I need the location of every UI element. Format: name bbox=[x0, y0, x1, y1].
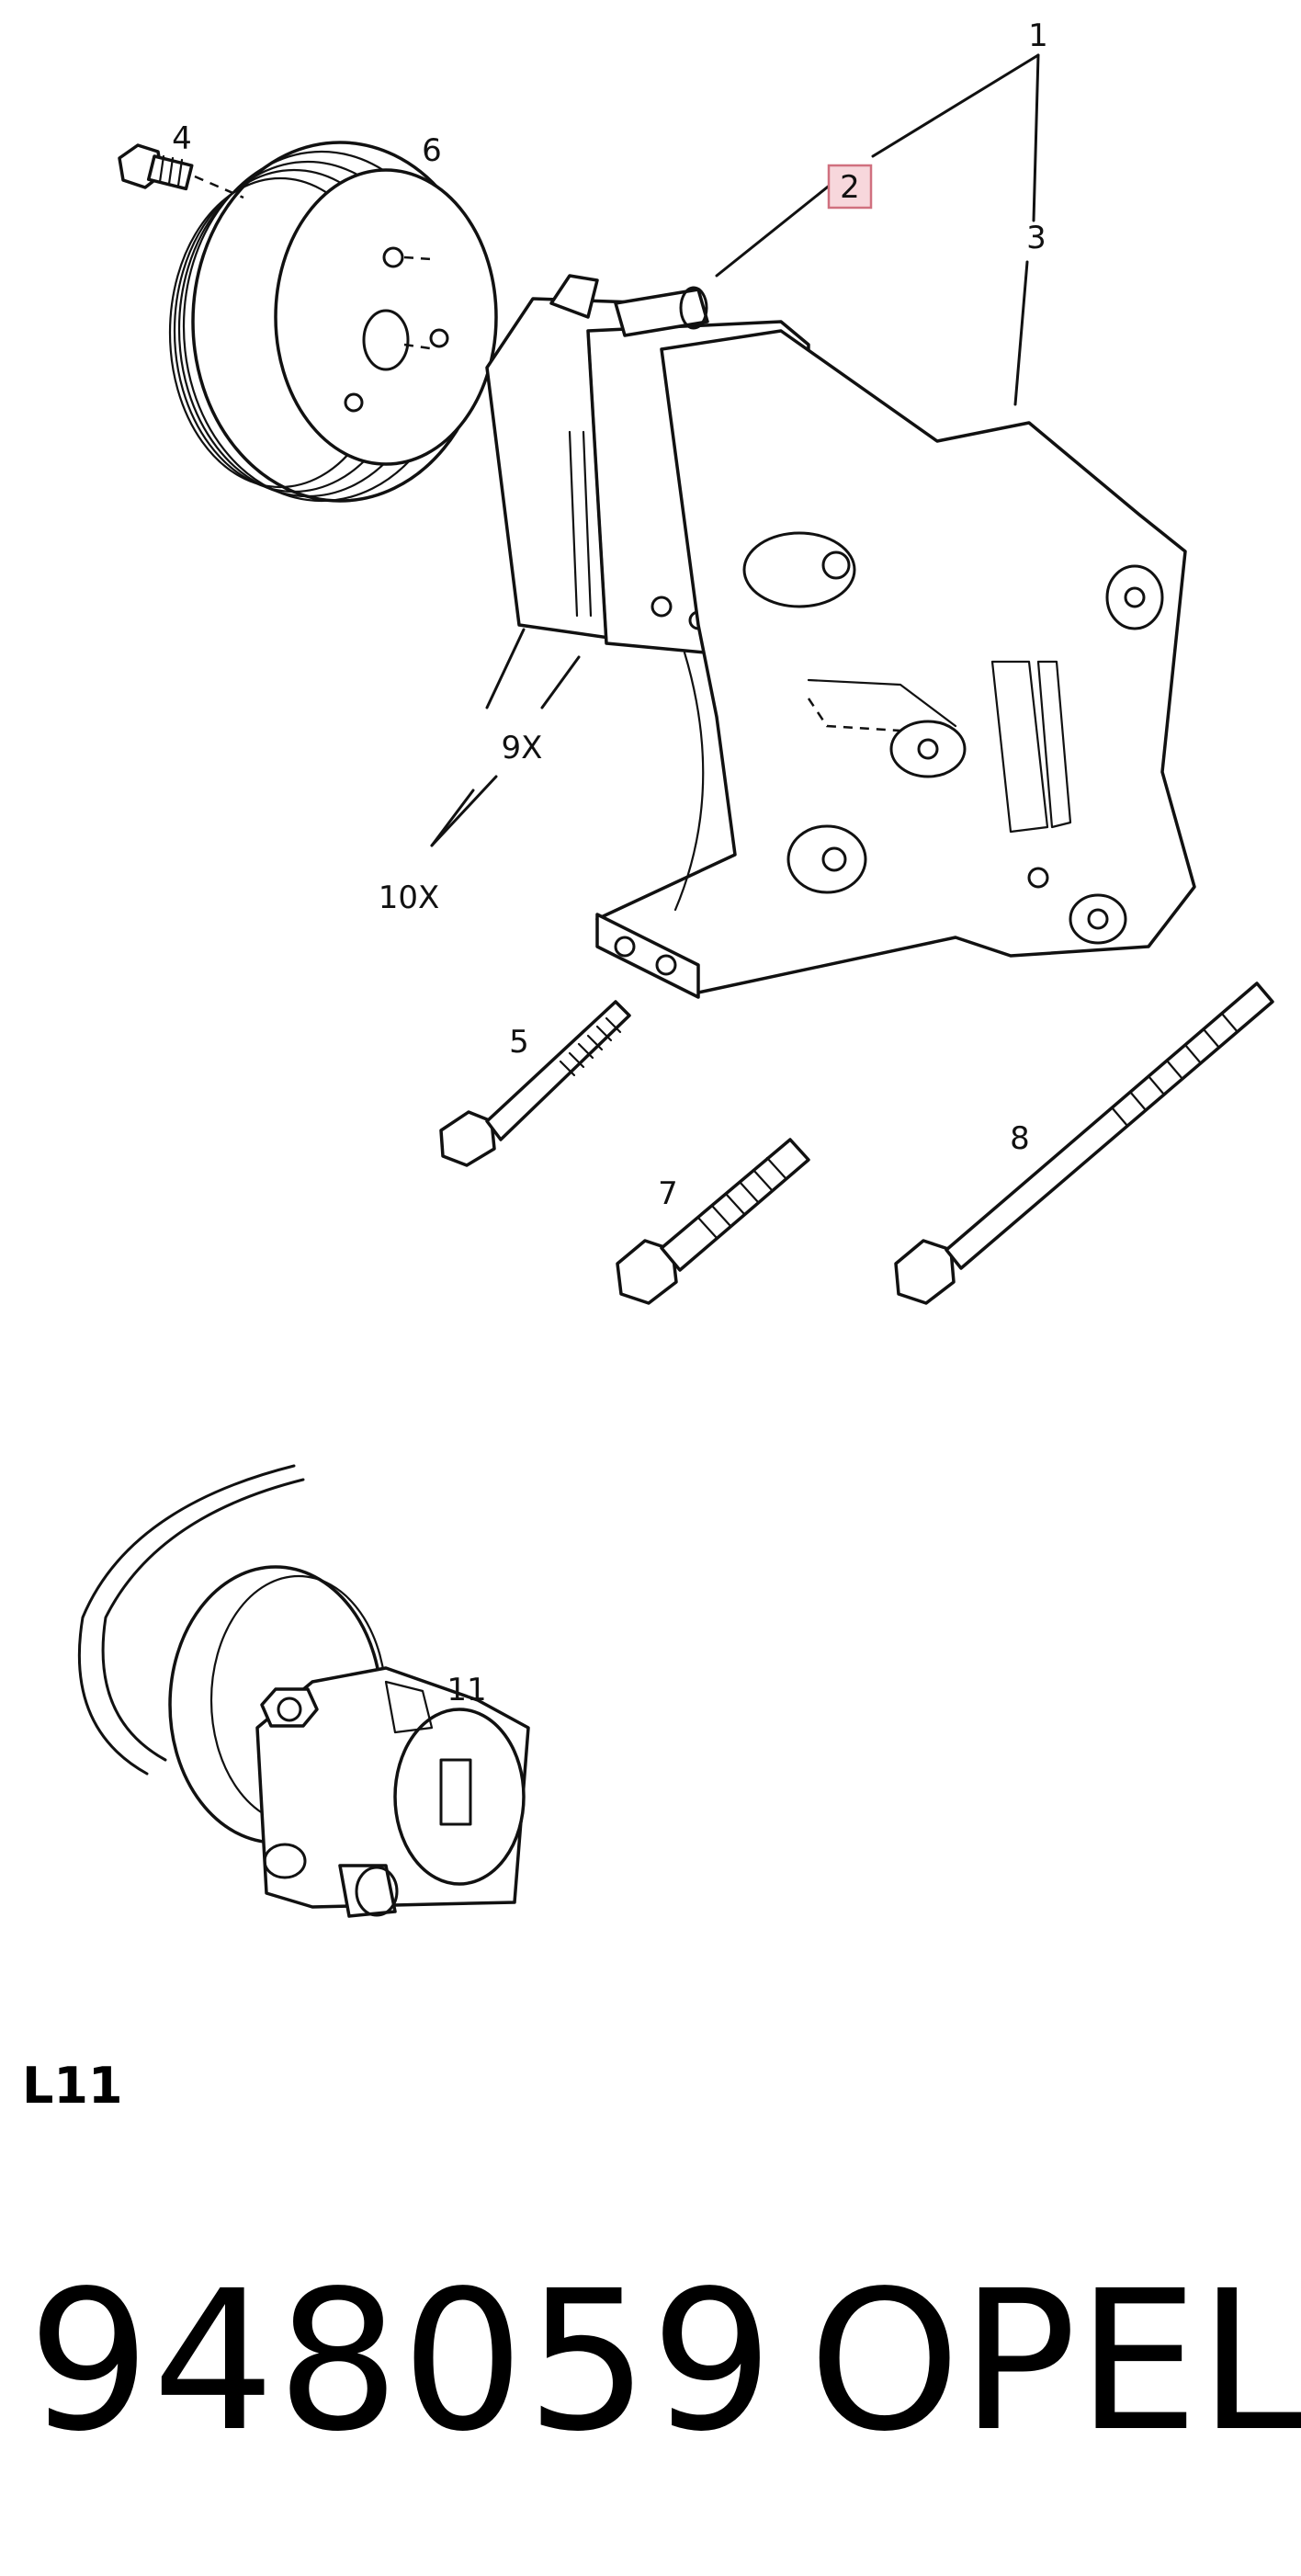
callout-2[interactable]: 2 bbox=[840, 169, 860, 206]
pulley-part-6[interactable] bbox=[168, 141, 498, 503]
brand-name: OPEL bbox=[809, 2249, 1301, 2474]
inset-pump-part-11[interactable] bbox=[77, 1464, 530, 1918]
callout-11: 11 bbox=[447, 1672, 486, 1708]
callout-4: 4 bbox=[172, 120, 192, 157]
callout-2-highlight bbox=[827, 164, 873, 210]
bolt-part-8[interactable] bbox=[894, 982, 1274, 1305]
callout-6: 6 bbox=[422, 132, 442, 169]
bolt-part-4[interactable] bbox=[118, 143, 244, 199]
callout-5: 5 bbox=[509, 1024, 529, 1061]
callout-9x: 9X bbox=[502, 730, 543, 766]
callout-3: 3 bbox=[1026, 220, 1046, 256]
callout-8: 8 bbox=[1010, 1120, 1030, 1157]
pump-bracket-part-3[interactable] bbox=[595, 329, 1196, 999]
bolt-part-5[interactable] bbox=[439, 1000, 631, 1167]
callout-10x: 10X bbox=[379, 879, 440, 916]
section-code: L11 bbox=[22, 2057, 123, 2115]
callout-1: 1 bbox=[1028, 17, 1048, 54]
callout-7: 7 bbox=[658, 1175, 678, 1212]
bolt-part-7[interactable] bbox=[616, 1138, 810, 1305]
part-number: 948059 bbox=[28, 2249, 775, 2474]
callout-labels: 1 2 3 4 5 6 7 8 9X 10X 11 bbox=[172, 17, 1048, 1708]
footer: 948059 OPEL bbox=[28, 2242, 1301, 2481]
leader-lines bbox=[430, 53, 1040, 847]
